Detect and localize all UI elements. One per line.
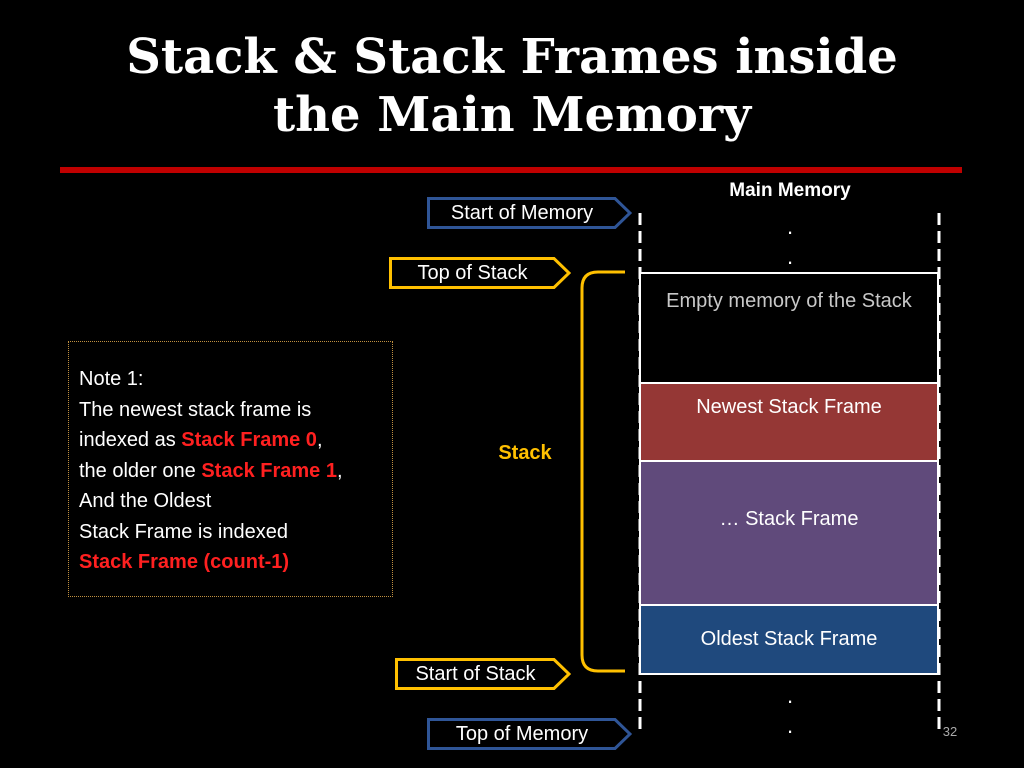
ellipsis-top-1: . — [786, 214, 794, 239]
empty-stack-memory-label: Empty memory of the Stack — [666, 290, 912, 312]
note-line-2: The newest stack frame is — [79, 398, 312, 421]
top-of-stack-pointer: Top of Stack — [389, 257, 571, 289]
middle-stack-frame-label: … Stack Frame — [719, 508, 859, 530]
note-line-4: the older one Stack Frame 1, — [79, 456, 382, 487]
note-text: , — [336, 459, 343, 482]
slide-title: Stack & Stack Frames inside the Main Mem… — [0, 28, 1024, 144]
stack-label: Stack — [498, 442, 552, 464]
stack-bracket — [580, 270, 625, 673]
top-of-stack-label: Top of Stack — [417, 262, 528, 284]
newest-stack-frame-block: Newest Stack Frame — [639, 382, 939, 462]
ellipsis-bottom-1: . — [786, 683, 794, 708]
title-line-1: Stack & Stack Frames inside — [126, 29, 898, 85]
note-line-3: indexed as Stack Frame 0, — [79, 425, 382, 456]
ellipsis-bottom-2: . — [786, 713, 794, 738]
empty-stack-memory-block: Empty memory of the Stack — [639, 272, 939, 384]
ellipsis-top-2: . — [786, 244, 794, 269]
main-memory-label: Main Memory — [729, 180, 851, 201]
note-text: indexed as — [79, 429, 182, 451]
note-text: , — [316, 429, 323, 451]
note-highlight-frame-count: Stack Frame (count-1) — [79, 551, 290, 573]
note-line-5: And the Oldest — [79, 490, 212, 512]
note-line-1: Note 1: — [79, 368, 144, 390]
note-highlight-frame-0: Stack Frame 0 — [181, 429, 317, 451]
title-line-2: the Main Memory — [272, 87, 752, 143]
note-box: Note 1: The newest stack frame is indexe… — [68, 341, 393, 597]
start-of-memory-pointer: Start of Memory — [427, 197, 632, 229]
top-of-memory-label: Top of Memory — [455, 723, 589, 745]
title-underline — [60, 167, 962, 173]
middle-stack-frame-block: … Stack Frame — [639, 460, 939, 606]
note-text: the older one — [79, 459, 202, 482]
oldest-stack-frame-block: Oldest Stack Frame — [639, 604, 939, 675]
start-of-memory-label: Start of Memory — [450, 202, 594, 224]
start-of-stack-label: Start of Stack — [415, 663, 536, 685]
slide-number: 32 — [942, 724, 958, 739]
oldest-stack-frame-label: Oldest Stack Frame — [700, 628, 878, 650]
start-of-stack-pointer: Start of Stack — [395, 658, 571, 690]
top-of-memory-pointer: Top of Memory — [427, 718, 632, 750]
note-highlight-frame-1: Stack Frame 1 — [201, 459, 337, 482]
newest-stack-frame-label: Newest Stack Frame — [696, 396, 882, 418]
note-line-6: Stack Frame is indexed — [79, 520, 288, 543]
